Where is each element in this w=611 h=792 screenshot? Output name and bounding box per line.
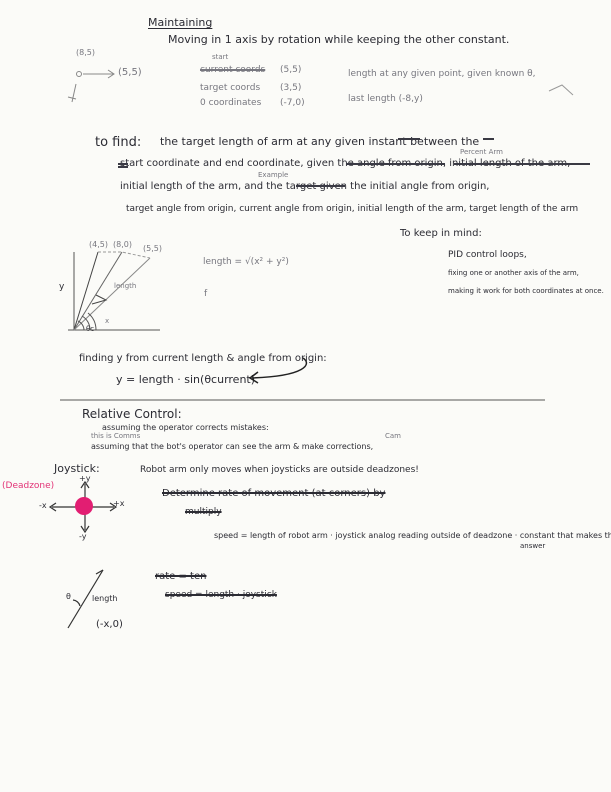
joystick-minus-x: -x	[39, 501, 47, 510]
start-label: start	[212, 53, 229, 61]
relative-control-heading: Relative Control:	[82, 407, 182, 421]
finding-y-formula: y = length · sin(θcurrent)	[116, 373, 256, 386]
relative-note2-insert: Cam	[385, 432, 401, 440]
side-point-3: (5,5)	[143, 244, 162, 253]
deadzone-label: (Deadzone)	[2, 481, 55, 491]
bottom-theta: θ	[66, 592, 71, 601]
current-coords-value: (5,5)	[280, 65, 302, 75]
relative-note-1: assuming the operator corrects mistakes:	[102, 423, 269, 432]
last-length-note: last length (-8,y)	[348, 94, 423, 104]
relative-note-2: assuming that the bot's operator can see…	[91, 442, 374, 451]
joystick-minus-y: -y	[79, 532, 87, 541]
side-var-x: x	[105, 317, 110, 325]
last-length-arrow	[548, 84, 574, 96]
to-find-line3-insert: Example	[258, 171, 289, 179]
to-find-line4: target angle from origin, current angle …	[126, 204, 579, 214]
zero-coords-value: (-7,0)	[280, 98, 305, 108]
to-find-line2-insert: Percent Arm	[460, 148, 503, 156]
bottom-coord: (-x,0)	[96, 619, 123, 630]
scribble-marks	[118, 138, 590, 187]
speed-note: speed = length · joystick	[165, 590, 277, 600]
bottom-arm-diagram	[67, 569, 104, 629]
side-geometry-diagram	[68, 251, 160, 331]
target-coords-label: target coords	[200, 83, 261, 93]
current-coords-label: current coords	[200, 65, 266, 75]
page-subtitle: Moving in 1 axis by rotation while keepi…	[168, 33, 510, 46]
top-arrow-label: (5,5)	[118, 67, 142, 78]
to-find-lead: to find:	[95, 135, 142, 150]
speed-formula-tail: answer	[520, 542, 546, 550]
to-find-line2: start coordinate and end coordinate, giv…	[120, 158, 571, 169]
side-length-label: length	[114, 282, 137, 290]
side-var-y: y	[59, 282, 65, 292]
finding-y-line1: finding y from current length & angle fr…	[79, 353, 327, 364]
speed-formula: speed = length of robot arm · joystick a…	[214, 531, 611, 540]
top-arrow-diagram	[67, 69, 115, 103]
side-point-1: (4,5)	[89, 240, 108, 249]
determine-rate-note: Determine rate of movement (at corners) …	[162, 488, 386, 499]
keep-in-mind-item-2: fixing one or another axis of the arm,	[448, 269, 579, 277]
joystick-plus-x: +x	[113, 499, 125, 508]
page-title: Maintaining	[148, 16, 213, 29]
length-formula: length = √(x² + y²)	[203, 257, 289, 267]
top-point-label: (8,5)	[76, 48, 95, 57]
rate-note: rate = ten	[155, 571, 207, 582]
side-mark: f	[204, 289, 208, 299]
length-note: length at any given point, given known θ…	[348, 69, 536, 79]
multiply-note: multiply	[185, 507, 222, 517]
to-find-line1: the target length of arm at any given in…	[160, 135, 480, 148]
keep-in-mind-item-3: making it work for both coordinates at o…	[448, 287, 604, 295]
joystick-plus-y: +y	[79, 474, 91, 483]
side-point-2: (8,0)	[113, 240, 132, 249]
target-coords-value: (3,5)	[280, 83, 302, 93]
finding-y-arrow	[248, 357, 308, 384]
robot-arm-note: Robot arm only moves when joysticks are …	[140, 465, 419, 475]
joystick-label: Joystick:	[54, 462, 100, 475]
keep-in-mind-item-1: PID control loops,	[448, 250, 527, 260]
deadzone-circle	[75, 497, 93, 515]
bottom-length-label: length	[92, 594, 118, 603]
keep-in-mind-title: To keep in mind:	[400, 228, 482, 239]
relative-insert: this is Comms	[91, 432, 141, 440]
zero-coords-label: 0 coordinates	[200, 98, 262, 108]
